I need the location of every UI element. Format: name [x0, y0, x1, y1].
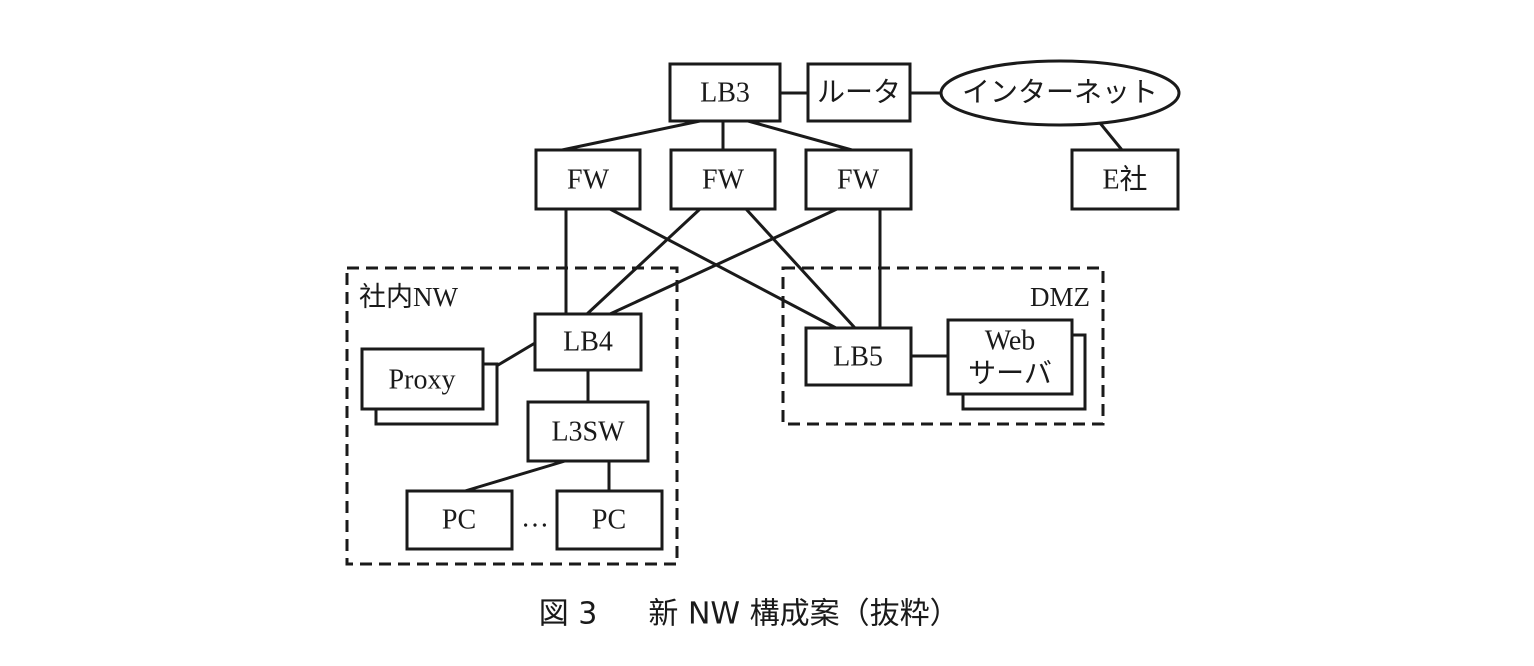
- node-pc-1-label: PC: [442, 505, 476, 536]
- node-web-server[interactable]: Web サーバ: [946, 318, 1087, 411]
- dmz-zone-label: DMZ: [1030, 282, 1090, 312]
- links: [464, 91, 1124, 493]
- node-proxy[interactable]: Proxy: [360, 347, 499, 426]
- node-internet-label: インターネット: [962, 78, 1158, 109]
- node-company-e[interactable]: E社: [1070, 148, 1180, 211]
- node-router[interactable]: ルータ: [806, 62, 912, 123]
- node-fw-3-label: FW: [837, 165, 880, 196]
- node-l3sw-label: L3SW: [551, 417, 625, 448]
- internal-network-zone: [345, 266, 679, 566]
- node-l3sw[interactable]: L3SW: [526, 400, 650, 463]
- node-fw-3[interactable]: FW: [804, 148, 913, 211]
- node-lb5-label: LB5: [833, 342, 883, 373]
- node-pc-2-label: PC: [592, 505, 626, 536]
- node-fw-2-label: FW: [702, 165, 745, 196]
- node-lb3-label: LB3: [700, 78, 750, 109]
- node-pc-2[interactable]: PC: [555, 489, 664, 551]
- link-fw2-lb4: [585, 207, 702, 316]
- pc-ellipsis: …: [521, 503, 549, 534]
- node-fw-2[interactable]: FW: [669, 148, 777, 211]
- node-fw-1-label: FW: [567, 165, 610, 196]
- figure-number: 図 3: [539, 597, 598, 632]
- dmz-zone: [781, 266, 1105, 426]
- node-lb5[interactable]: LB5: [804, 326, 913, 387]
- figure-caption: 新 NW 構成案（抜粋）: [648, 597, 959, 632]
- node-proxy-label: Proxy: [389, 365, 456, 396]
- link-l3sw-pc1: [464, 459, 566, 493]
- link-fw2-lb5: [744, 207, 857, 330]
- node-lb4-label: LB4: [563, 327, 613, 358]
- node-web-server-label-line1: Web: [985, 326, 1036, 357]
- node-lb4[interactable]: LB4: [533, 312, 643, 372]
- node-company-e-label: E社: [1102, 164, 1147, 196]
- node-web-server-label-line2: サーバ: [968, 359, 1052, 390]
- node-fw-1[interactable]: FW: [534, 148, 642, 211]
- link-fw3-lb4: [609, 207, 838, 316]
- link-internet-company-e: [1098, 122, 1124, 151]
- node-internet[interactable]: インターネット: [939, 59, 1181, 127]
- link-fw1-lb5: [609, 207, 837, 330]
- node-pc-1[interactable]: PC: [405, 489, 514, 551]
- node-lb3[interactable]: LB3: [668, 62, 782, 123]
- link-lb3-fw1: [561, 119, 701, 152]
- link-lb3-fw3: [747, 119, 853, 152]
- node-router-label: ルータ: [817, 78, 901, 109]
- internal-network-zone-label: 社内NW: [359, 282, 458, 312]
